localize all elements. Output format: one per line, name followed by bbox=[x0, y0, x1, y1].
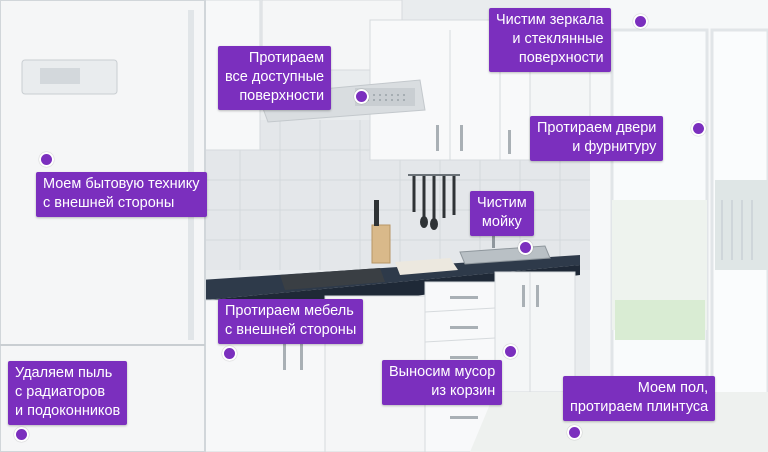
callout-doors: Протираем двери и фурнитуру bbox=[530, 116, 664, 161]
callout-sink: Чистим мойку bbox=[470, 191, 534, 236]
callout-sink-line2: мойку bbox=[481, 214, 522, 230]
callout-surfaces-line2: все доступные bbox=[225, 69, 325, 85]
marker-furniture-icon bbox=[222, 346, 237, 361]
callout-surfaces-line3: поверхности bbox=[239, 88, 325, 104]
callout-mirrors-line2: и стеклянные bbox=[512, 31, 604, 47]
callout-mirrors: Чистим зеркала и стеклянные поверхности bbox=[489, 8, 611, 72]
callout-doors-line1: Протираем двери bbox=[537, 120, 657, 136]
callout-trash-line2: из корзин bbox=[431, 383, 496, 399]
callout-radiators-line3: и подоконников bbox=[15, 403, 121, 419]
marker-sink-icon bbox=[518, 240, 533, 255]
marker-surfaces-icon bbox=[354, 89, 369, 104]
callout-furniture: Протираем мебель с внешней стороны bbox=[218, 299, 364, 344]
marker-floor-icon bbox=[567, 425, 582, 440]
callout-surfaces: Протираем все доступные поверхности bbox=[218, 46, 332, 110]
callout-surfaces-line1: Протираем bbox=[248, 50, 325, 66]
callout-appliances-line2: с внешней стороны bbox=[43, 195, 175, 211]
callout-sink-line1: Чистим bbox=[477, 195, 527, 211]
marker-appliances-icon bbox=[39, 152, 54, 167]
marker-radiators-icon bbox=[14, 427, 29, 442]
callout-trash-line1: Выносим мусор bbox=[389, 364, 496, 380]
callout-furniture-line1: Протираем мебель bbox=[225, 303, 354, 319]
callout-furniture-line2: с внешней стороны bbox=[225, 322, 357, 338]
marker-trash-icon bbox=[503, 344, 518, 359]
marker-doors-icon bbox=[691, 121, 706, 136]
callout-mirrors-line3: поверхности bbox=[518, 50, 604, 66]
callout-doors-line2: и фурнитуру bbox=[572, 139, 657, 155]
callout-mirrors-line1: Чистим зеркала bbox=[496, 12, 604, 28]
callout-appliances: Моем бытовую технику с внешней стороны bbox=[36, 172, 207, 217]
callout-floor-line1: Моем пол, bbox=[637, 380, 709, 396]
callout-floor: Моем пол, протираем плинтуса bbox=[563, 376, 716, 421]
callout-radiators-line2: с радиаторов bbox=[15, 384, 106, 400]
callout-radiators-line1: Удаляем пыль bbox=[15, 365, 113, 381]
callout-floor-line2: протираем плинтуса bbox=[570, 399, 709, 415]
callout-appliances-line1: Моем бытовую технику bbox=[43, 176, 200, 192]
marker-mirrors-icon bbox=[633, 14, 648, 29]
callout-trash: Выносим мусор из корзин bbox=[382, 360, 503, 405]
callout-radiators: Удаляем пыль с радиаторов и подоконников bbox=[8, 361, 128, 425]
